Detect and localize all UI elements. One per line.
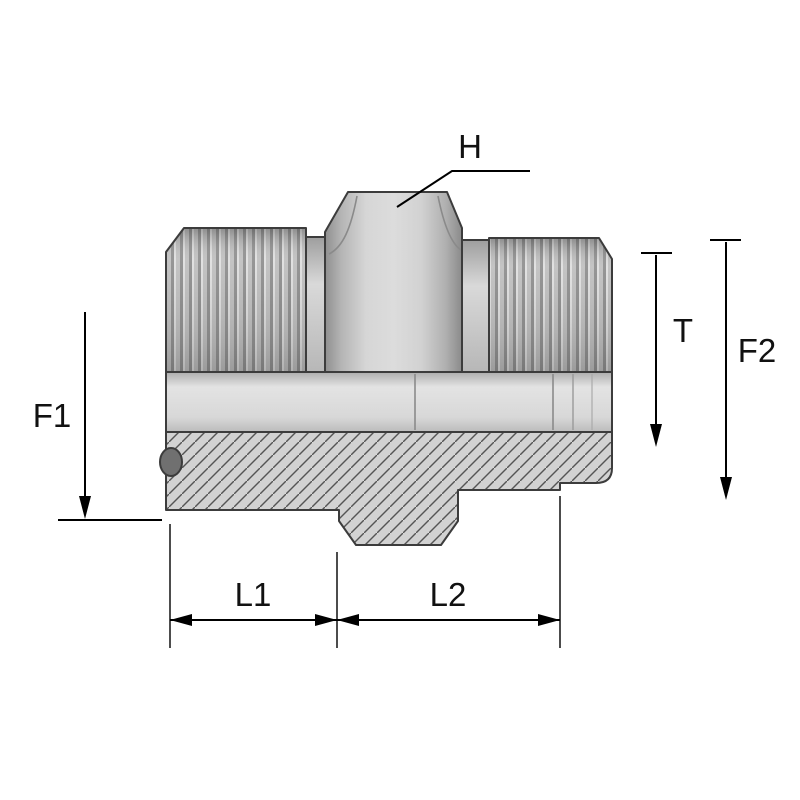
dim-t-arrow [650,424,662,447]
dim-l2-arrow-right [538,614,560,626]
dimensions: H F1 T F2 [33,128,777,648]
section-hatch [165,431,613,546]
dim-h: H [396,128,530,208]
fitting-part [159,191,613,546]
dim-f1-arrow [79,496,91,519]
bore-band [165,371,613,433]
dim-f1: F1 [33,312,162,521]
dim-l1-label: L1 [235,576,272,613]
dim-t-label: T [673,312,693,349]
right-neck [461,239,490,373]
left-male-thread-shade [165,227,307,373]
dim-f2: F2 [710,239,777,500]
dim-l1-arrow-right [315,614,337,626]
dim-f2-label: F2 [738,332,777,369]
dim-l1-l2: L1 L2 [169,496,561,648]
right-male-thread-shade [488,237,613,373]
dim-t: T [641,252,693,447]
dim-l1-arrow-left [170,614,192,626]
dim-l2-label: L2 [430,576,467,613]
left-neck [305,236,328,373]
dim-h-leader [396,170,530,208]
hex-body [324,191,463,373]
hex-corner-arc-left [328,195,358,255]
dim-l2-arrow-left [337,614,359,626]
lock-pin [159,447,183,477]
dim-h-label: H [458,128,482,165]
dim-f1-label: F1 [33,397,72,434]
hex-corner-arc-right [437,195,462,251]
dim-f2-arrow [720,477,732,500]
